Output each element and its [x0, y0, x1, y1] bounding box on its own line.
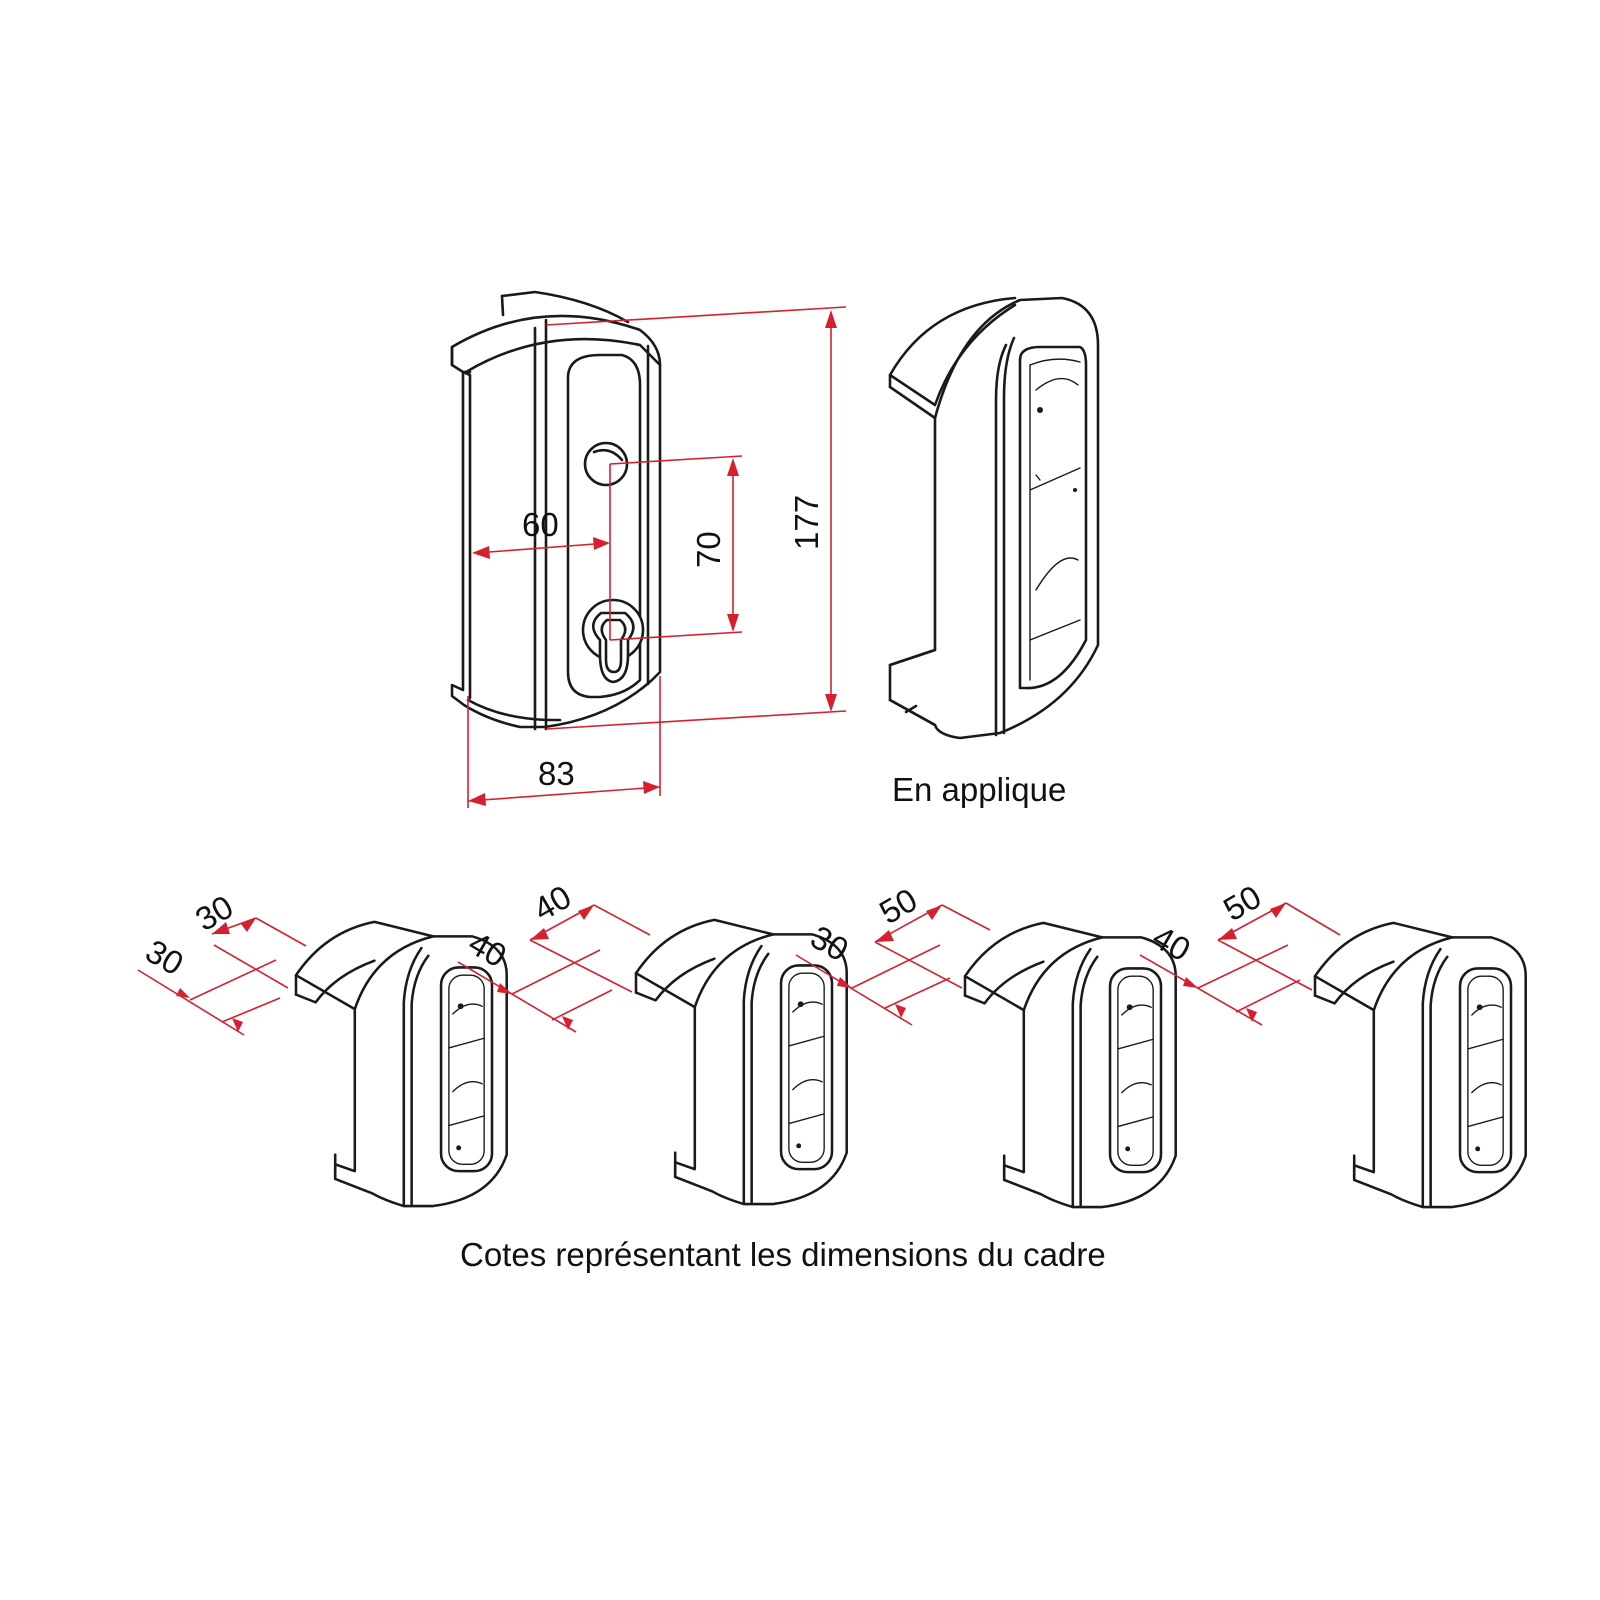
- bottom-caption: Cotes représentant les dimensions du cad…: [460, 1236, 1106, 1273]
- front-dimension-labels: 60 70 177 83: [522, 495, 825, 792]
- side-view-housing: [888, 296, 1100, 740]
- variant-1-dimensions: 30 30: [137, 888, 307, 1036]
- dim-70-label: 70: [690, 531, 727, 568]
- frame-variant-1: 30 30: [137, 888, 508, 1208]
- dim-83-label: 83: [538, 755, 575, 792]
- frame-variant-4: 50 40: [1139, 878, 1527, 1209]
- variant-3-top-label: 50: [873, 881, 923, 931]
- variant-1-top-label: 30: [189, 888, 239, 938]
- dim-60-label: 60: [522, 506, 559, 543]
- dim-177-label: 177: [788, 495, 825, 550]
- front-view-housing: [450, 290, 662, 731]
- frame-variant-2: 40 40: [457, 878, 848, 1206]
- side-view-caption: En applique: [892, 771, 1066, 808]
- front-dimensions: [467, 306, 847, 808]
- variant-4-top-label: 50: [1217, 878, 1267, 928]
- variant-2-top-label: 40: [527, 878, 577, 928]
- frame-variant-3: 50 30: [795, 881, 1177, 1209]
